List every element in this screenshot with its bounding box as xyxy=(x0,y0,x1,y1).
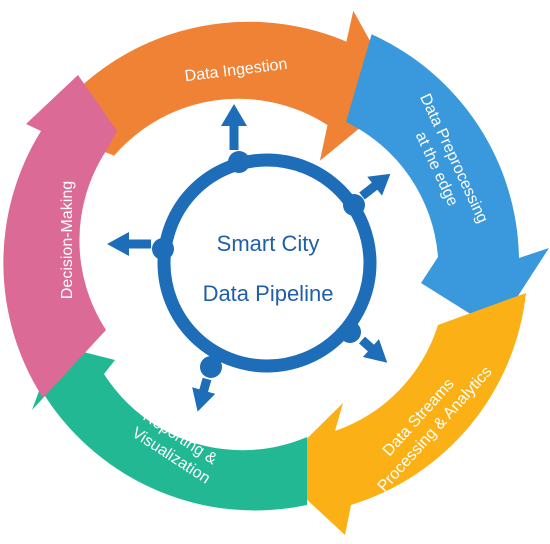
ring-knob xyxy=(343,194,365,216)
stage-ingestion-arrow xyxy=(44,10,400,161)
stage-preprocessing-arrow xyxy=(346,34,549,331)
center-ring xyxy=(157,153,377,373)
ring-knob xyxy=(228,151,250,173)
stage-streams-arrow xyxy=(275,293,526,535)
stage-decision-arrow xyxy=(3,75,117,398)
radial-arrow-upright xyxy=(359,173,391,200)
center-title-line2: Data Pipeline xyxy=(203,281,334,306)
ring-knobs xyxy=(152,151,365,378)
radial-arrow-up xyxy=(221,104,247,150)
center-title-line1: Smart City xyxy=(217,231,320,256)
radial-arrows xyxy=(107,104,391,412)
radial-arrow-left xyxy=(107,232,151,256)
radial-arrow-downright xyxy=(358,336,388,363)
ring-knob xyxy=(152,238,174,260)
stage-reporting-arrow xyxy=(32,345,307,511)
radial-arrow-downleft xyxy=(192,377,216,412)
stage-decision-label: Decision-Making xyxy=(59,181,76,299)
ring-knob xyxy=(339,321,361,343)
ring-knob xyxy=(200,356,222,378)
